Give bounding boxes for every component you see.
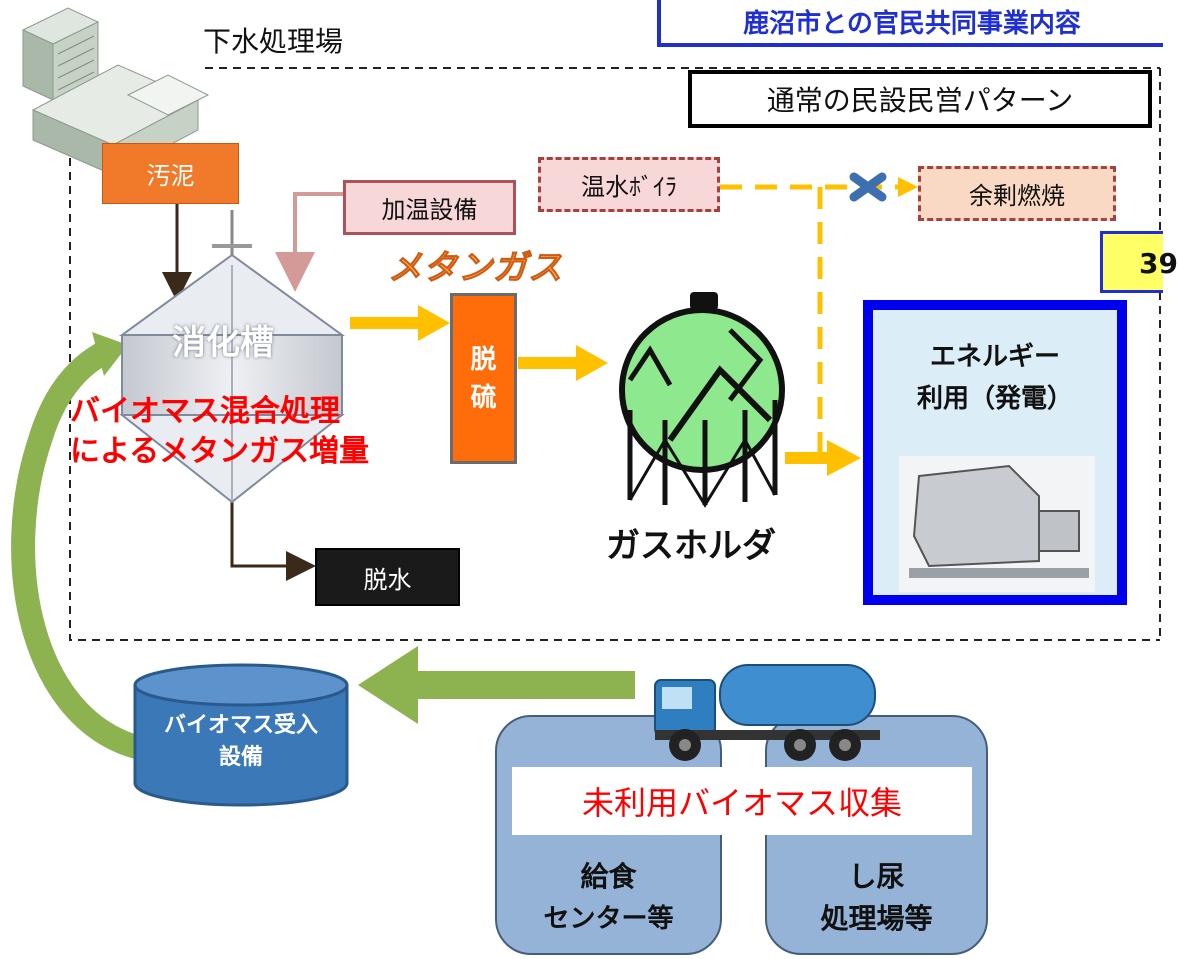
hot-water-boiler-box: 温水ﾎﾞｲﾗ [538,157,720,212]
night-soil-box: し尿 処理場等 [765,715,988,955]
plant-label: 下水処理場 [203,25,344,58]
mixing-annotation: バイオマス混合処理 によるメタンガス増量 [70,394,370,469]
digester-tank-icon [118,210,346,504]
blocked-x-icon [849,172,887,202]
collection-to-receiving-arrow [358,646,635,724]
boiler-arrowhead [898,177,918,197]
digester-label: 消化槽 [172,323,274,363]
energy-utilization-box: エネルギー 利用（発電） [863,300,1127,605]
collection-truck-icon [654,664,880,761]
gas-holder-icon [619,292,785,508]
biomass-receiving-cylinder [133,663,349,807]
digester-to-dewatering-arrow [230,500,316,581]
biomass-receiving-label: バイオマス受入 設備 [163,713,318,770]
desulfurization-box: 脱 硫 [450,293,517,464]
generator-icon [899,456,1095,592]
biomass-recycle-arrowhead [92,332,128,376]
collection-banner: 未利用バイオマス収集 [512,767,972,835]
pattern-label: 通常の民設民営パターン [688,70,1152,128]
heating-box: 加温設備 [343,180,516,235]
project-title-text: 鹿沼市との官民共同事業内容 [743,9,1081,39]
methane-gas-label: メタンガス [388,248,563,289]
partial-badge: 39 [1100,231,1178,293]
surplus-combustion-box: 余剰燃焼 [918,166,1116,221]
heating-connector [275,192,345,292]
biomass-recycle-arrow [11,341,144,760]
methane-flow-arrows [350,305,861,476]
dewatering-box: 脱水 [315,548,460,606]
project-title: 鹿沼市との官民共同事業内容 [657,0,1163,47]
sludge-box: 汚泥 [102,143,239,204]
plant-boundary [69,67,1161,641]
gas-holder-label: ガスホルダ [606,526,776,566]
